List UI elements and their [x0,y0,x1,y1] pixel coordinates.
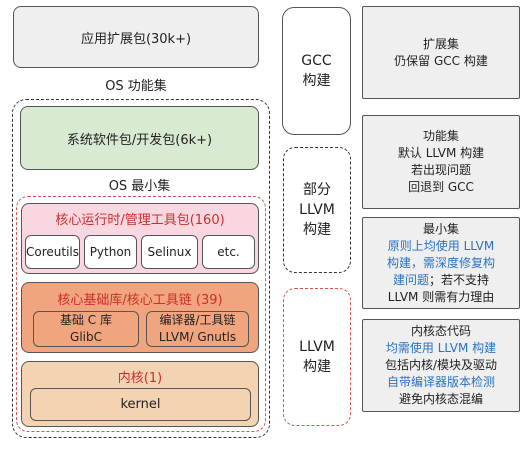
os-feature-label: OS 功能集 [13,75,259,94]
note-feature-line4: 回退到 GCC [408,180,474,194]
note-feature-line1: 功能集 [422,129,459,143]
glibc-line2: GlibC [70,330,102,344]
note-extension-set: 扩展集 仍保留 GCC 构建 [362,6,520,99]
note-min-blue3a: 建问题 [392,272,429,287]
runtime-item-label: Python [89,245,132,259]
app-extension-pkg-label: 应用扩展包(30k+) [80,31,192,47]
note-kernel-line5: 避免内核态混编 [398,392,483,406]
os-min-label: OS 最小集 [20,175,259,194]
os-feature-set-boundary [12,99,270,438]
partial-llvm-line3: 构建 [303,222,331,238]
note-kernel-line3: 包括内核/模块及驱动 [384,358,498,372]
note-ext-line1: 扩展集 [422,36,459,51]
os-feature-text: OS 功能集 [105,78,167,94]
llvm-build-line2: 构建 [303,359,331,375]
compiler-toolchain-box: 编译器/工具链 LLVM/ Gnutls [146,311,249,347]
note-kernel-mode: 内核态代码 均需使用 LLVM 构建 包括内核/模块及驱动 自带编译器版本检测 … [362,319,520,412]
core-runtime-title: 核心运行时/管理工具包(160) [22,208,258,228]
runtime-item-python: Python [84,235,137,269]
gcc-build-line1: GCC [301,53,332,69]
toolchain-line1: 编译器/工具链 [159,313,236,327]
llvm-build-line1: LLVM [299,339,335,355]
kernel-title: 内核(1) [22,366,258,386]
core-lib-title: 核心基础库/核心工具链 (39) [22,288,258,308]
partial-llvm-build-box: 部分 LLVM 构建 [283,147,351,273]
note-min-black3b: ；若不支持 [429,272,490,287]
note-min-line1: 最小集 [422,221,459,236]
kernel-box: 内核(1) kernel [21,361,259,427]
system-pkg-label: 系统软件包/开发包(6k+) [66,132,213,148]
kernel-label: kernel [120,397,161,412]
runtime-item-etc: etc. [202,235,255,269]
gcc-build-line2: 构建 [302,73,331,89]
partial-llvm-line2: LLVM [299,202,335,218]
kernel-inner-box: kernel [30,388,251,421]
runtime-item-selinux: Selinux [141,235,198,269]
note-min-blue2: 构建，需深度修复构 [386,255,495,270]
note-kernel-line1: 内核态代码 [410,324,471,338]
llvm-build-box: LLVM 构建 [283,288,351,426]
core-lib-box: 核心基础库/核心工具链 (39) 基础 C 库 GlibC 编译器/工具链 LL… [21,282,259,353]
note-ext-line2: 仍保留 GCC 构建 [394,53,488,68]
os-min-text: OS 最小集 [108,178,171,194]
note-kernel-blue2: 均需使用 LLVM 构建 [385,341,497,355]
runtime-item-label: Selinux [147,245,192,259]
system-pkg-box: 系统软件包/开发包(6k+) [20,106,259,170]
note-min-line5: LLVM 则需有力理由 [387,289,495,304]
glibc-line1: 基础 C 库 [59,313,112,327]
note-min-blue1: 原则上均使用 LLVM [387,238,495,253]
gcc-build-box: GCC 构建 [282,7,351,135]
kernel-title-text: 内核(1) [117,370,163,386]
note-feature-set: 功能集 默认 LLVM 构建 若出现问题 回退到 GCC [362,115,520,209]
runtime-item-label: etc. [217,245,240,259]
glibc-box: 基础 C 库 GlibC [33,311,139,347]
note-feature-line3: 若出现问题 [410,163,471,177]
os-min-set-boundary [16,196,266,432]
note-kernel-blue4: 自带编译器版本检测 [386,375,495,389]
core-runtime-title-text: 核心运行时/管理工具包(160) [55,212,225,228]
runtime-item-label: Coreutils [26,245,80,259]
core-lib-title-text: 核心基础库/核心工具链 (39) [57,292,223,308]
note-min-line4: 建问题；若不支持 [393,272,489,289]
app-extension-pkg-box: 应用扩展包(30k+) [13,6,259,68]
note-feature-line2: 默认 LLVM 构建 [397,146,485,160]
core-runtime-box: 核心运行时/管理工具包(160) Coreutils Python Selinu… [21,203,259,274]
toolchain-line2: LLVM/ Gnutls [158,330,237,344]
partial-llvm-line1: 部分 [303,182,331,198]
runtime-item-coreutils: Coreutils [25,235,80,269]
note-minimal-set: 最小集 原则上均使用 LLVM 构建，需深度修复构 建问题；若不支持 LLVM … [362,217,520,309]
